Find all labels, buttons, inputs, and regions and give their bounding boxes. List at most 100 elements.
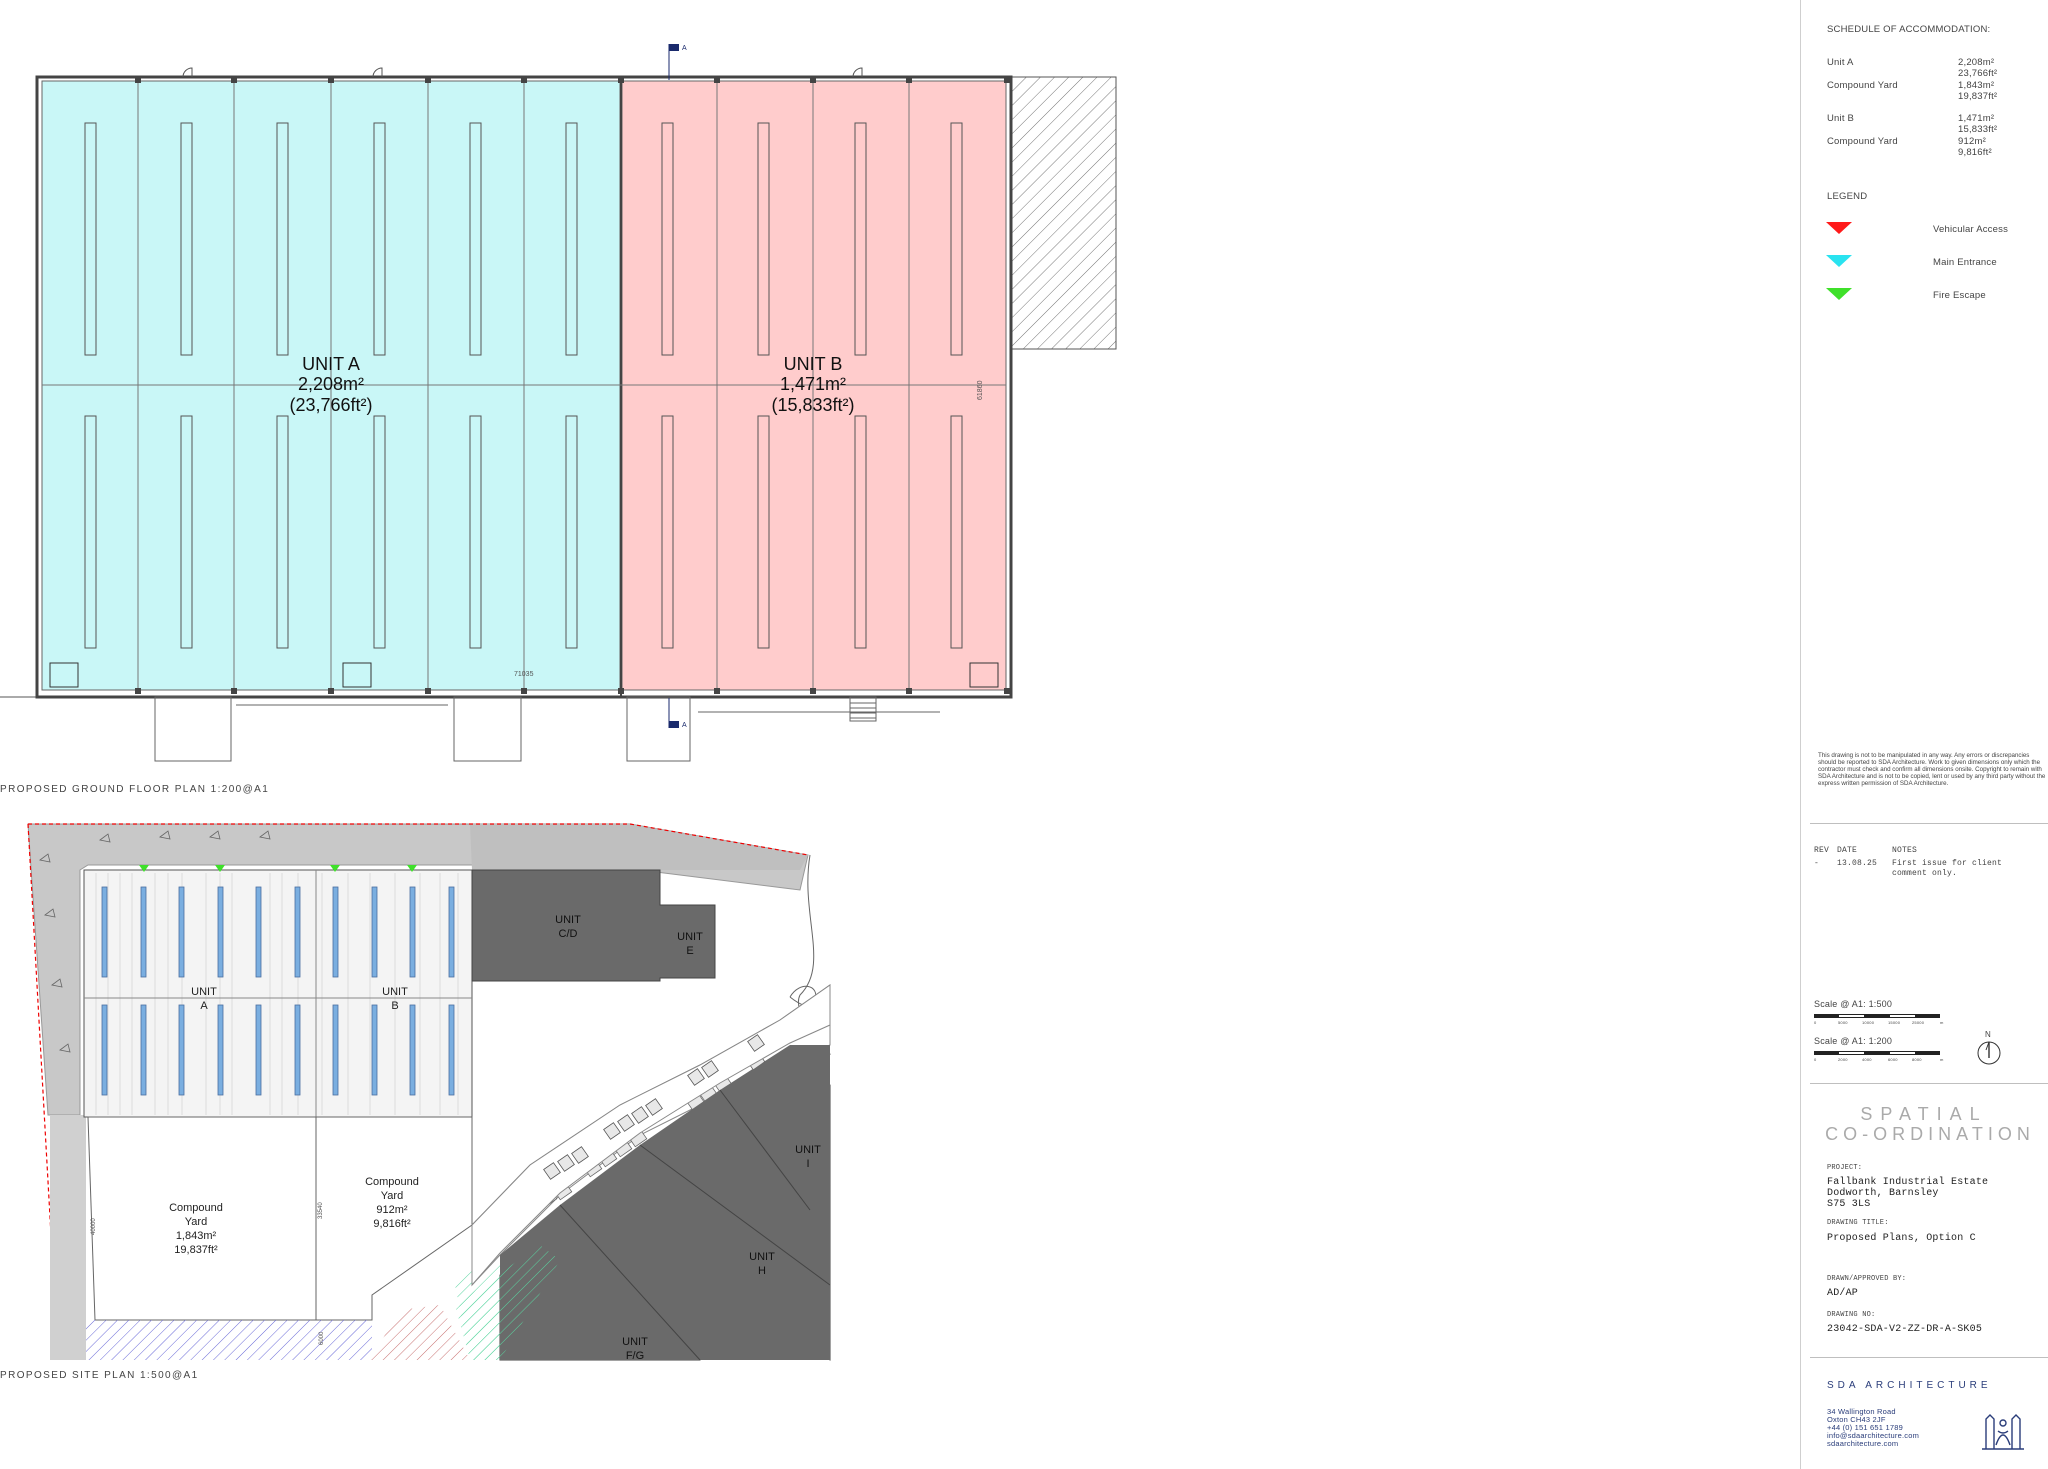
dimension-bottom: 6000 bbox=[319, 1331, 325, 1345]
revision-row-rev: - bbox=[1814, 859, 1820, 868]
drawing-number-label: DRAWING NO: bbox=[1827, 1311, 1876, 1319]
scale-1-tick-4: 25000 bbox=[1912, 1020, 1925, 1025]
project-line-2: Dodworth, Barnsley bbox=[1827, 1188, 1939, 1199]
yard-b-line-2: Yard bbox=[381, 1190, 403, 1202]
dimension-depth: 61860 bbox=[977, 380, 984, 400]
dimension-width: 71035 bbox=[514, 671, 534, 678]
unit-b-name: UNIT B bbox=[784, 354, 843, 374]
scale-1-tick-3: 15000 bbox=[1888, 1020, 1901, 1025]
drawing-title-label: DRAWING TITLE: bbox=[1827, 1219, 1889, 1227]
schedule-row-1-v1: 2,208m² bbox=[1958, 57, 1995, 68]
project-line-1: Fallbank Industrial Estate bbox=[1827, 1177, 1989, 1188]
company-name: SDA ARCHITECTURE bbox=[1827, 1380, 1992, 1391]
unit-b-area-m2: 1,471m² bbox=[780, 374, 846, 394]
site-unit-h-label-1: UNIT bbox=[749, 1251, 775, 1263]
revision-row-date: 13.08.25 bbox=[1837, 859, 1878, 868]
scale-2-tick-3: 6000 bbox=[1888, 1057, 1898, 1062]
scale-2-tick-2: 4000 bbox=[1862, 1057, 1872, 1062]
yard-b-line-1: Compound bbox=[365, 1176, 419, 1188]
revision-row-notes: First issue for client comment only. bbox=[1892, 859, 2003, 878]
company-address-4: info@sdaarchitecture.com bbox=[1827, 1431, 1920, 1440]
dimension-yard-b: 33540 bbox=[318, 1202, 324, 1219]
legend-vehicular-access: Vehicular Access bbox=[1933, 224, 2009, 235]
schedule-row-1-label: Unit A bbox=[1827, 57, 1854, 68]
unit-a-area-ft2: (23,766ft²) bbox=[289, 395, 372, 415]
scale-1-label: Scale @ A1: 1:500 bbox=[1814, 999, 1893, 1009]
section-marker-top: A bbox=[682, 45, 687, 52]
site-unit-i-label-1: UNIT bbox=[795, 1144, 821, 1156]
legend-fire-escape: Fire Escape bbox=[1933, 290, 1986, 301]
project-label: PROJECT: bbox=[1827, 1164, 1863, 1172]
schedule-row-4-v1: 912m² bbox=[1958, 136, 1986, 147]
site-unit-cd bbox=[471, 869, 716, 982]
client-logo-line-1: SPATIAL bbox=[1860, 1104, 1988, 1124]
yard-a-line-4: 19,837ft² bbox=[174, 1244, 218, 1256]
company-address-5: sdaarchitecture.com bbox=[1827, 1439, 1899, 1448]
site-unit-b-label-2: B bbox=[391, 1000, 398, 1012]
site-unit-cd-label-2: C/D bbox=[559, 928, 578, 940]
scale-bar-1 bbox=[1814, 1014, 1941, 1018]
section-marker-bottom: A bbox=[682, 722, 687, 729]
yard-a-line-3: 1,843m² bbox=[176, 1230, 217, 1242]
site-unit-ab bbox=[83, 869, 473, 1118]
site-unit-h-label-2: H bbox=[758, 1265, 766, 1277]
revision-header-notes: NOTES bbox=[1892, 846, 1918, 855]
yard-a-line-1: Compound bbox=[169, 1202, 223, 1214]
disclaimer: This drawing is not to be manipulated in… bbox=[1818, 752, 2046, 787]
scale-2-label: Scale @ A1: 1:200 bbox=[1814, 1036, 1893, 1046]
site-unit-fg-label-1: UNIT bbox=[622, 1336, 648, 1348]
scale-2-tick-5: m bbox=[1940, 1057, 1944, 1062]
scale-2-tick-0: 0 bbox=[1814, 1057, 1817, 1062]
schedule-row-1-v2: 23,766ft² bbox=[1958, 68, 1998, 79]
schedule-row-2-label: Compound Yard bbox=[1827, 80, 1898, 91]
revision-header-rev: REV bbox=[1814, 846, 1830, 855]
scale-1-tick-1: 5000 bbox=[1838, 1020, 1848, 1025]
scale-1-tick-5: m bbox=[1940, 1020, 1944, 1025]
unit-a-name: UNIT A bbox=[302, 354, 360, 374]
schedule-row-4-v2: 9,816ft² bbox=[1958, 147, 1992, 158]
site-unit-fg-label-2: F/G bbox=[626, 1350, 644, 1362]
scale-1-tick-0: 0 bbox=[1814, 1020, 1817, 1025]
site-unit-e-label-2: E bbox=[686, 945, 693, 957]
drawn-label: DRAWN/APPROVED BY: bbox=[1827, 1275, 1907, 1283]
yard-b-line-3: 912m² bbox=[376, 1204, 408, 1216]
client-logo-line-2: CO-ORDINATION bbox=[1825, 1124, 2035, 1144]
scale-1-tick-2: 10000 bbox=[1862, 1020, 1875, 1025]
scale-bar-2 bbox=[1814, 1051, 1941, 1055]
legend-main-entrance: Main Entrance bbox=[1933, 257, 1997, 268]
site-plan: UNIT A UNIT B UNIT C/D UNIT E UNIT I UNI… bbox=[27, 823, 831, 1362]
fire-escape-icon bbox=[1826, 288, 1852, 300]
site-unit-cd-label-1: UNIT bbox=[555, 914, 581, 926]
schedule-title: SCHEDULE OF ACCOMMODATION: bbox=[1827, 24, 1991, 35]
site-plan-caption: PROPOSED SITE PLAN 1:500@A1 bbox=[0, 1370, 199, 1381]
schedule-row-3-label: Unit B bbox=[1827, 113, 1855, 124]
unit-b-area-ft2: (15,833ft²) bbox=[771, 395, 854, 415]
company-address-2: Oxton CH43 2JF bbox=[1827, 1415, 1886, 1424]
north-arrow-icon bbox=[1977, 1041, 2001, 1065]
site-unit-e-label-1: UNIT bbox=[677, 931, 703, 943]
title-block: SCHEDULE OF ACCOMMODATION: Unit A 2,208m… bbox=[1800, 0, 2048, 1469]
site-unit-b-label-1: UNIT bbox=[382, 986, 408, 998]
revision-header-date: DATE bbox=[1837, 846, 1858, 855]
scale-2-tick-4: 8000 bbox=[1912, 1057, 1922, 1062]
yard-b-line-4: 9,816ft² bbox=[373, 1218, 411, 1230]
ground-floor-plan-caption: PROPOSED GROUND FLOOR PLAN 1:200@A1 bbox=[0, 784, 270, 795]
vehicular-access-icon bbox=[1826, 222, 1852, 234]
site-unit-a-label-1: UNIT bbox=[191, 986, 217, 998]
ground-floor-plan: A A 71035 61860 UNIT A 2,208m² (23,766ft… bbox=[0, 44, 1117, 762]
schedule-row-3-v2: 15,833ft² bbox=[1958, 124, 1998, 135]
schedule-row-4-label: Compound Yard bbox=[1827, 136, 1898, 147]
schedule-row-2-v1: 1,843m² bbox=[1958, 80, 1995, 91]
site-unit-i-label-2: I bbox=[806, 1158, 809, 1170]
north-label: N bbox=[1985, 1030, 1991, 1039]
site-unit-a-label-2: A bbox=[200, 1000, 208, 1012]
company-address-1: 34 Wallington Road bbox=[1827, 1407, 1896, 1416]
company-address-3: +44 (0) 151 651 1789 bbox=[1827, 1423, 1903, 1432]
drawing-number: 23042-SDA-V2-ZZ-DR-A-SK05 bbox=[1827, 1324, 1983, 1335]
project-line-3: S75 3LS bbox=[1827, 1199, 1871, 1210]
unit-a-area-m2: 2,208m² bbox=[298, 374, 364, 394]
main-entrance-icon bbox=[1826, 255, 1852, 267]
schedule-row-3-v1: 1,471m² bbox=[1958, 113, 1995, 124]
adjacent-hatched-area bbox=[1010, 76, 1117, 350]
company-logo-icon bbox=[1982, 1414, 2024, 1450]
